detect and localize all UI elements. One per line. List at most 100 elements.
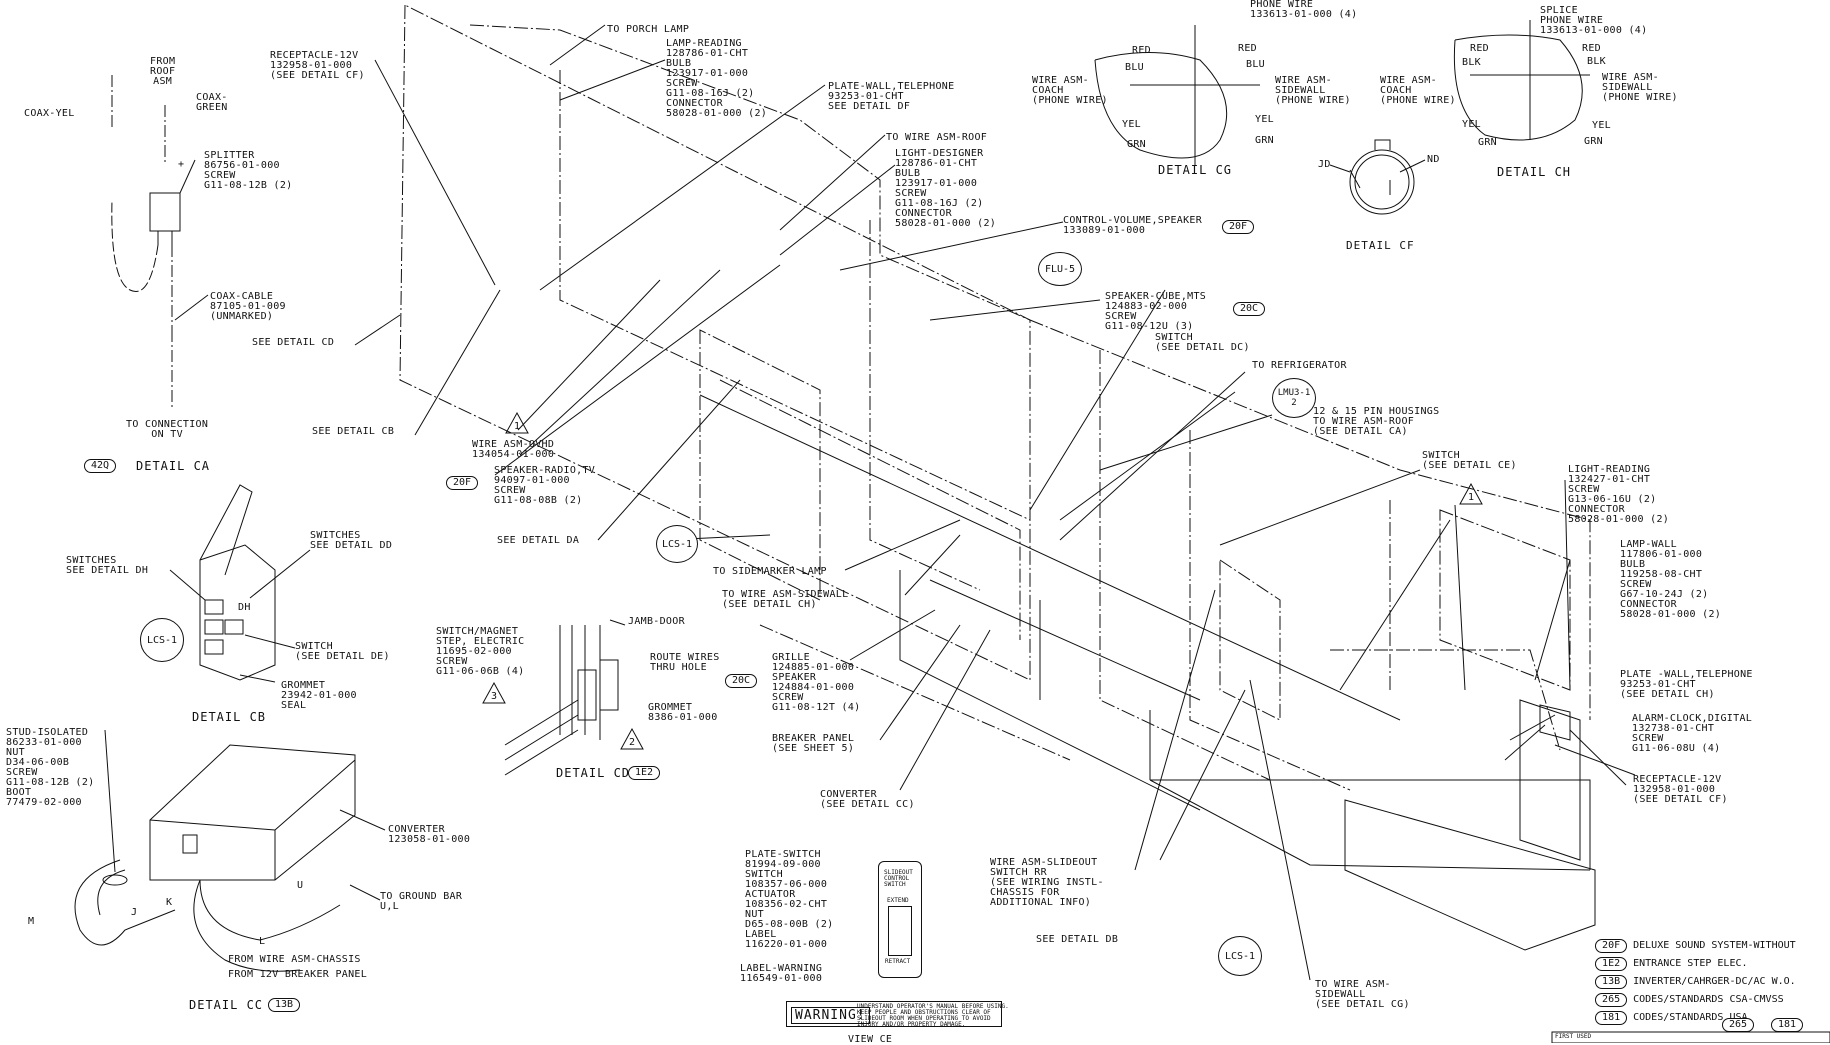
option-tag: 42Q: [84, 459, 117, 473]
label-plus: +: [178, 159, 185, 170]
revision-triangle-1: [1459, 483, 1483, 505]
wire-color: RED: [1470, 43, 1489, 54]
option-tag: 20C: [725, 674, 758, 688]
label-plate-wall-telephone-2: PLATE -WALL,TELEPHONE 93253-01-CHT (SEE …: [1620, 669, 1753, 700]
label-coax-green: COAX- GREEN: [196, 92, 228, 113]
wire-color: RED: [1582, 43, 1601, 54]
legend-tag: 13B: [1595, 975, 1628, 989]
label-speaker-cube: SPEAKER-CUBE,MTS 124883-02-000 SCREW G11…: [1105, 291, 1207, 332]
label-light-reading-2: LIGHT-READING 132427-01-CHT SCREW G13-06…: [1568, 464, 1670, 525]
revision-number: 2: [629, 737, 636, 748]
warning-word: WARNING!: [791, 1007, 870, 1024]
label-grommet-cb: GROMMET 23942-01-000 SEAL: [281, 680, 357, 711]
wire-color: RED: [1238, 43, 1257, 54]
wire-color: BLK: [1587, 56, 1606, 67]
lmu-callout: LMU3-1 2: [1272, 378, 1316, 418]
label-route-wires: ROUTE WIRES THRU HOLE: [650, 652, 720, 673]
wire-color: RED: [1132, 45, 1151, 56]
label-control-volume: CONTROL-VOLUME,SPEAKER 133089-01-000: [1063, 215, 1203, 236]
label-to-porch-lamp: TO PORCH LAMP: [607, 24, 690, 35]
lcs-callout: LCS-1: [1218, 936, 1262, 976]
wire-letter: L: [259, 936, 266, 947]
wire-letter: U: [297, 880, 304, 891]
label-plate-switch: PLATE-SWITCH 81994-09-000 SWITCH 108357-…: [745, 849, 834, 950]
option-tag: 20C: [1233, 302, 1266, 316]
label-to-wire-sidewall: TO WIRE ASM-SIDEWALL (SEE DETAIL CH): [722, 589, 849, 610]
label-view-cut: VIEW CE: [848, 1034, 893, 1045]
label-grommet-cd: GROMMET 8386-01-000: [648, 702, 718, 723]
label-lamp-reading: LAMP-READING 128786-01-CHT BULB 123917-0…: [666, 38, 768, 119]
revision-triangle-3: [482, 682, 506, 704]
label-see-detail-cb: SEE DETAIL CB: [312, 426, 395, 437]
legend-tag: 20F: [1595, 939, 1628, 953]
slideout-switch-plate: SLIDEOUT CONTROL SWITCH EXTEND RETRACT: [878, 861, 922, 978]
wire-color: GRN: [1478, 137, 1497, 148]
label-switches-dd: SWITCHES SEE DETAIL DD: [310, 530, 393, 551]
legend-text: ENTRANCE STEP ELEC.: [1633, 958, 1748, 969]
option-tag: 20F: [1222, 220, 1255, 234]
revision-number: 1: [1468, 492, 1475, 503]
label-switch-magnet: SWITCH/MAGNET STEP, ELECTRIC 11695-02-00…: [436, 626, 525, 677]
label-to-sidemarker: TO SIDEMARKER LAMP: [713, 566, 827, 577]
label-switch-ce: SWITCH (SEE DETAIL CE): [1422, 450, 1517, 471]
label-to-refrigerator: TO REFRIGERATOR: [1252, 360, 1347, 371]
warning-text: UNDERSTAND OPERATOR'S MANUAL BEFORE USIN…: [857, 1003, 1009, 1028]
label-breaker-panel: BREAKER PANEL (SEE SHEET 5): [772, 733, 855, 754]
label-to-tv: TO CONNECTION ON TV: [126, 419, 209, 440]
label-converter: CONVERTER (SEE DETAIL CC): [820, 789, 915, 810]
label-plate-wall-telephone: PLATE-WALL,TELEPHONE 93253-01-CHT SEE DE…: [828, 81, 955, 112]
detail-title: DETAIL CB: [192, 710, 267, 724]
label-switch-dc: SWITCH (SEE DETAIL DC): [1155, 332, 1250, 353]
label-to-ground-bar: TO GROUND BAR U,L: [380, 891, 463, 912]
detail-title: DETAIL CC: [189, 998, 264, 1012]
label-coach-wire: WIRE ASM- COACH (PHONE WIRE): [1032, 75, 1108, 106]
legend-tag: 1E2: [1595, 957, 1628, 971]
wire-color: BLU: [1125, 62, 1144, 73]
label-lamp-wall: LAMP-WALL 117806-01-000 BULB 119258-08-C…: [1620, 539, 1722, 620]
wire-color: YEL: [1462, 119, 1481, 130]
warning-label: WARNING! UNDERSTAND OPERATOR'S MANUAL BE…: [786, 1001, 1009, 1028]
label-coax-cable: COAX-CABLE 87105-01-009 (UNMARKED): [210, 291, 286, 322]
label-dh: DH: [238, 602, 251, 613]
revision-number: 1: [514, 421, 521, 432]
lmu-number: 2: [1291, 398, 1297, 408]
detail-title: DETAIL CA: [136, 459, 211, 473]
wire-color: BLK: [1462, 57, 1481, 68]
label-coach-wire: WIRE ASM- COACH (PHONE WIRE): [1380, 75, 1456, 106]
wire-color: GRN: [1584, 136, 1603, 147]
legend-tag: 265: [1595, 993, 1628, 1007]
label-alarm-clock: ALARM-CLOCK,DIGITAL 132738-01-CHT SCREW …: [1632, 713, 1753, 754]
detail-title: DETAIL CD: [556, 766, 631, 780]
legend-text: DELUXE SOUND SYSTEM-WITHOUT: [1633, 940, 1796, 951]
label-jamb-door: JAMB-DOOR: [628, 616, 685, 627]
label-from-roof: FROM ROOF ASM: [150, 56, 176, 87]
revision-triangle-1: [505, 412, 529, 434]
footer-tag: 181: [1771, 1018, 1804, 1032]
legend-tag: 181: [1595, 1011, 1628, 1025]
label-label-warning: LABEL-WARNING 116549-01-000: [740, 963, 823, 984]
detail-title: DETAIL CG: [1158, 163, 1233, 177]
footer-tag: 265: [1722, 1018, 1755, 1032]
label-switches-dh: SWITCHES SEE DETAIL DH: [66, 555, 149, 576]
label-from-chassis: FROM WIRE ASM-CHASSIS: [228, 954, 361, 965]
label-pin-housings: 12 & 15 PIN HOUSINGS TO WIRE ASM-ROOF (S…: [1313, 406, 1440, 437]
label-sidewall-wire: WIRE ASM- SIDEWALL (PHONE WIRE): [1602, 72, 1678, 103]
wire-color: YEL: [1122, 119, 1141, 130]
wire-color: GRN: [1127, 139, 1146, 150]
legend-row: 20F DELUXE SOUND SYSTEM-WITHOUT: [1583, 927, 1796, 953]
wire-color: GRN: [1255, 135, 1274, 146]
legend-text: CODES/STANDARDS USA: [1633, 1012, 1748, 1023]
wire-color: YEL: [1592, 120, 1611, 131]
label-jd: JD: [1318, 159, 1331, 170]
label-wire-asm-ovhd: WIRE ASM-OVHD 134054-01-000: [472, 439, 555, 460]
first-used-label: FIRST USED: [1555, 1033, 1592, 1040]
label-splice: SPLICE PHONE WIRE 133613-01-000 (4): [1540, 5, 1648, 36]
detail-title: DETAIL CH: [1497, 165, 1572, 179]
label-converter-cc: CONVERTER 123058-01-000: [388, 824, 471, 845]
label-splitter: SPLITTER 86756-01-000 SCREW G11-08-12B (…: [204, 150, 293, 191]
wire-letter: K: [166, 897, 173, 908]
label-from-breaker: FROM 12V BREAKER PANEL: [228, 969, 368, 980]
